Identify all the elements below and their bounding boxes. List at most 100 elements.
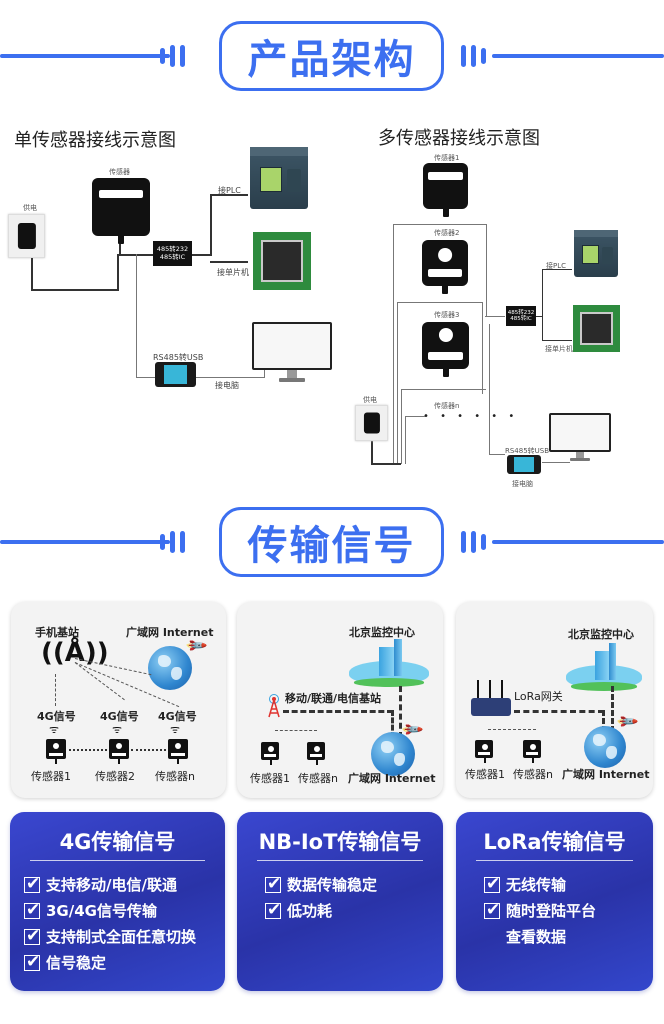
globe-icon [584,726,626,768]
sensor-icon [46,739,66,764]
pc-label: 接电脑 [215,381,239,390]
feature-text: 数据传输稳定 [287,876,378,894]
wire [119,244,121,256]
sensor-icon [261,742,279,765]
feature-text: 随时登陆平台 [506,902,597,920]
network-link [602,710,605,732]
wire [485,316,505,317]
wire [136,254,137,378]
sensor1-label: 传感器1 [434,154,460,162]
feature-text: 信号稳定 [46,954,107,972]
feature-card-nbiot: NB-IoT传输信号 数据传输稳定 低功耗 [237,812,443,991]
sensor-icon [109,739,129,764]
divider [257,860,423,861]
wire [405,416,406,464]
cloud-datacenter-icon [349,638,429,687]
mcu-label: 接单片机 [545,345,573,353]
globe-icon [371,732,415,776]
header-line-right [492,54,664,58]
checkbox-checked-icon [484,897,500,923]
header-ticks-left [160,43,185,69]
power-label: 供电 [23,204,37,212]
pc-label: 接电脑 [512,480,533,488]
plc-label: 接PLC [218,186,241,195]
wire [542,269,572,270]
wire [542,269,543,341]
checkbox-checked-icon [484,871,500,897]
header-ticks-right [461,43,486,69]
checkbox-checked-icon [24,923,40,949]
checkbox-checked-icon [24,949,40,975]
checkbox-checked-icon [24,871,40,897]
mcu-label: 接单片机 [217,268,249,277]
network-link [514,710,604,713]
diagram-card-lora: 北京监控中心 LoRa网关 🚀 传感器1 传感器n 广域网 Internet [456,602,653,798]
signal-link [55,674,56,706]
cell-tower-icon: ((Å)) [41,638,109,668]
wire [393,224,394,464]
usb-converter-label: RS485转USB [153,353,204,362]
feature-card-title: 4G传输信号 [59,830,176,854]
feature-list: 数据传输稳定 低功耗 [265,871,378,924]
wire [401,389,402,464]
wire [542,462,570,463]
network-link [391,710,394,738]
wire [482,302,483,394]
wire [371,463,401,465]
sensor-label: 传感器n [513,768,553,781]
feature-item: 支持移动/电信/联通 [24,871,196,898]
sensor-label: 传感器2 [95,770,135,783]
wire [405,416,425,417]
computer-monitor-icon [549,413,611,463]
wire [210,261,248,263]
sensor-label: 传感器1 [31,770,71,783]
header-line-left [0,540,170,544]
wire [264,368,265,378]
usb-converter-icon [507,455,541,474]
network-link [283,710,393,713]
network-link [611,686,614,732]
gateway-label: LoRa网关 [514,690,563,703]
feature-item: 无线传输 [484,871,596,898]
sensor-link [275,730,317,731]
divider [30,860,205,861]
feature-text: 3G/4G信号传输 [46,902,157,920]
monitoring-center-label: 北京监控中心 [568,628,634,641]
sensorn-label: 传感器n [434,402,460,410]
section-title: 产品架构 [219,21,444,91]
checkbox-checked-icon [24,897,40,923]
header-ticks-left [160,529,185,555]
power-label: 供电 [363,396,377,404]
internet-label: 广域网 Internet [126,626,214,639]
section-header-transmission: 传输信号 [0,503,664,583]
feature-text: 查看数据 [506,928,567,946]
monitoring-center-label: 北京监控中心 [349,626,415,639]
globe-icon [148,646,192,690]
wire [117,254,153,256]
sensor-device-icon [92,178,150,244]
sensor-label: 传感器n [155,770,195,783]
cloud-datacenter-icon [566,642,642,691]
header-line-right [492,540,664,544]
sensor-link [131,749,166,751]
feature-text: 低功耗 [287,902,333,920]
sensor-icon [307,742,325,765]
sensor3-label: 传感器3 [434,311,460,319]
power-outlet-icon [8,214,45,258]
feature-item: 信号稳定 [24,949,196,976]
mcu-chip-icon [573,305,620,352]
plc-icon [574,230,618,277]
feature-text: 无线传输 [506,876,567,894]
feature-card-4g: 4G传输信号 支持移动/电信/联通 3G/4G信号传输 支持制式全面任意切换 信… [10,812,225,991]
sensor2-icon [422,240,468,294]
wire [535,316,543,317]
computer-monitor-icon [252,322,332,384]
wire [196,377,264,378]
wire [210,194,212,256]
sensor-label: 传感器 [109,168,130,176]
sensor-icon [168,739,188,764]
feature-card-lora: LoRa传输信号 无线传输 随时登陆平台 查看数据 [456,812,653,991]
wifi-icon: ᯤ [170,723,181,736]
internet-label: 广域网 Internet [348,772,436,785]
feature-list: 无线传输 随时登陆平台 查看数据 [484,871,597,950]
